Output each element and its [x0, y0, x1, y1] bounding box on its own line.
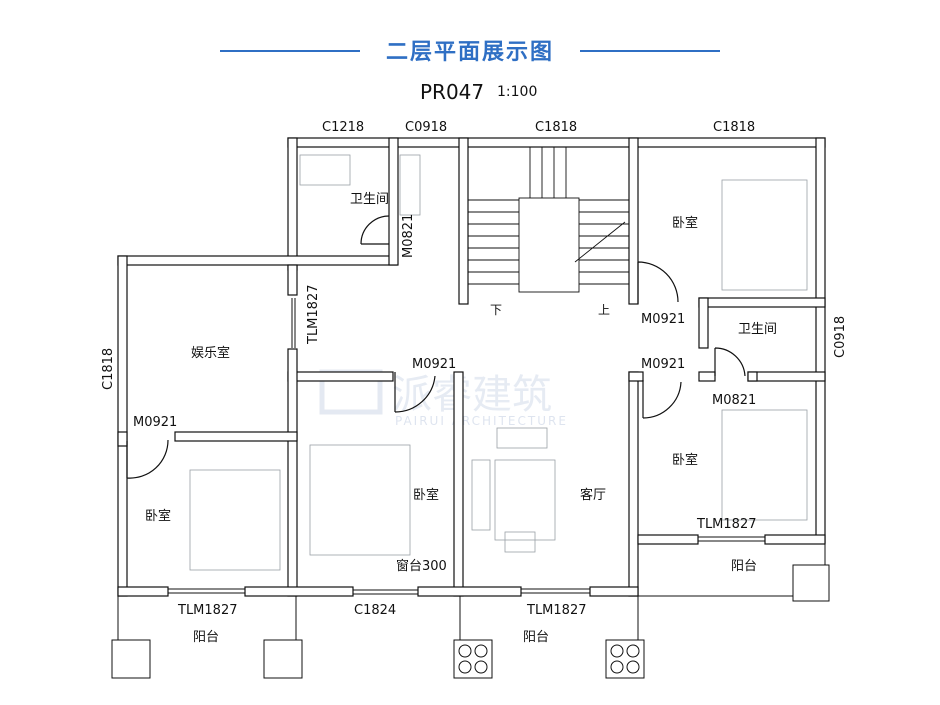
- watermark: 派睿建筑 PAIRUI ARCHITECTURE: [319, 369, 568, 428]
- room-bedroom-e: 卧室: [672, 452, 698, 468]
- bed-e: [721, 409, 808, 521]
- plan-scale: 1:100: [497, 84, 538, 100]
- wall-stub: [747, 371, 758, 382]
- bed-s: [309, 444, 411, 556]
- wall-rbath-bottom-l: [698, 371, 716, 382]
- wall-living-right-top: [628, 371, 644, 382]
- shower: [299, 154, 351, 186]
- wall-bottom-3: [417, 586, 522, 597]
- balcony-post-2: [263, 639, 303, 679]
- label-m0821-top: M0821: [401, 214, 416, 258]
- wall-se-bottom-2: [764, 534, 826, 545]
- room-balcony-sw: 阳台: [193, 630, 219, 645]
- wall-bottom-1: [117, 586, 169, 597]
- sliding-doors: [168, 298, 765, 594]
- room-bathroom-top: 卫生间: [350, 192, 389, 207]
- opening-labels: C1218 C0918 C1818 C1818 C0918 C1818 M082…: [101, 120, 848, 618]
- plan-code: PR047: [420, 80, 485, 104]
- label-tlm1827-se: TLM1827: [696, 517, 756, 532]
- wall-living-right: [628, 371, 639, 597]
- wall-living-left: [453, 371, 464, 597]
- watermark-subtext: PAIRUI ARCHITECTURE: [395, 414, 568, 428]
- wall-ent-top: [117, 255, 398, 266]
- wall-bath-left: [287, 137, 298, 271]
- door-m0921-right: [642, 380, 682, 419]
- wall-se-bottom-1: [637, 534, 699, 545]
- label-m0921-left: M0921: [133, 415, 177, 430]
- door-m0821-top: [360, 215, 390, 245]
- label-c1218: C1218: [322, 120, 364, 135]
- balcony-post-5: [792, 564, 830, 602]
- stair-up: 上: [598, 303, 610, 317]
- wall-rbath-left: [698, 297, 709, 349]
- balcony-post-4: [605, 639, 645, 679]
- wall-stair-right: [628, 137, 639, 305]
- label-m0921-right: M0921: [641, 357, 685, 372]
- stair-down: 下: [490, 303, 502, 317]
- label-m0921-center: M0921: [412, 357, 456, 372]
- balcony-post-3: [453, 639, 493, 679]
- furniture: [189, 154, 808, 571]
- label-m0821-right: M0821: [712, 393, 756, 408]
- label-c0918-top: C0918: [405, 120, 447, 135]
- room-bedroom-ne: 卧室: [672, 215, 698, 231]
- room-bedroom-sw: 卧室: [145, 508, 171, 524]
- wall-bath-right: [388, 137, 399, 266]
- wall-rbath-top: [698, 297, 826, 308]
- header-line-left: [220, 50, 360, 52]
- wall-left: [117, 255, 128, 597]
- chair: [504, 531, 536, 553]
- room-labels: 卫生间 卧室 卫生间 娱乐室 卧室 卧室 客厅 卧室 窗台300 阳台 阳台 阳…: [145, 192, 777, 645]
- stair: [468, 147, 629, 293]
- label-c1818-top: C1818: [535, 120, 577, 135]
- header-line-right: [580, 50, 720, 52]
- wall-stair-left: [458, 137, 469, 305]
- doors: [126, 215, 746, 479]
- walls: [117, 137, 826, 597]
- wall-rbath-bottom: [747, 371, 826, 382]
- label-c0918-right: C0918: [833, 316, 848, 358]
- label-tlm1827-left: TLM1827: [306, 285, 321, 345]
- windows: [117, 137, 826, 595]
- sofa-table: [494, 459, 556, 541]
- watermark-text: 派睿建筑: [392, 372, 552, 418]
- label-m0921-stair: M0921: [641, 312, 685, 327]
- drawing-title: 二层平面展示图: [385, 40, 554, 65]
- wall-bottom-2: [244, 586, 354, 597]
- wall-bottom-4: [589, 586, 639, 597]
- sofa-top: [496, 427, 548, 449]
- wall-sw-stub: [117, 431, 128, 447]
- balcony-post-1: [111, 639, 151, 679]
- room-balcony-s: 阳台: [523, 630, 549, 645]
- bed-sw: [189, 469, 281, 571]
- label-tlm1827-sw: TLM1827: [177, 603, 237, 618]
- room-entertainment: 娱乐室: [191, 345, 230, 361]
- door-m0821-right: [714, 347, 746, 377]
- room-living: 客厅: [580, 487, 606, 503]
- wall-right: [815, 137, 826, 544]
- room-bathroom-right: 卫生间: [738, 322, 777, 337]
- label-c1824: C1824: [354, 603, 396, 618]
- room-bedroom-s: 卧室: [413, 487, 439, 503]
- sofa-left: [471, 459, 491, 531]
- room-balcony-se: 阳台: [731, 559, 757, 574]
- balconies: [111, 543, 830, 679]
- wall-sw-top: [174, 431, 298, 442]
- wall-mid-left: [287, 371, 394, 382]
- door-m0921-left: [126, 439, 169, 479]
- door-m0921-center: [394, 372, 436, 413]
- wall-top: [287, 137, 826, 148]
- vanity: [399, 154, 421, 216]
- wall-ent-right: [287, 348, 298, 597]
- wall-ent-right-top: [287, 264, 298, 296]
- label-tlm1827-s: TLM1827: [526, 603, 586, 618]
- door-m0921-stair: [637, 261, 679, 304]
- note-window-sill: 窗台300: [396, 558, 447, 574]
- bed-ne: [721, 179, 808, 291]
- label-c1818-right: C1818: [713, 120, 755, 135]
- label-c1818-left: C1818: [101, 348, 116, 390]
